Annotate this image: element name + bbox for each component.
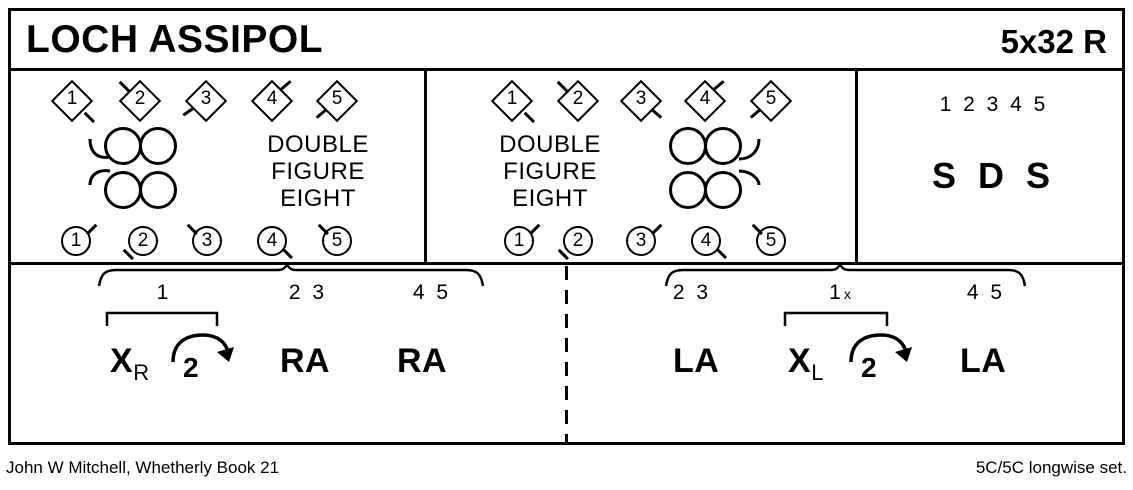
brace-label-left-2: 2 3: [288, 281, 328, 304]
woman-label-2: 2: [563, 226, 593, 256]
move-right-2: XL: [788, 342, 824, 386]
move-right-2-sub-alt: L: [811, 359, 824, 385]
cluster-circle: [139, 171, 177, 209]
man-label-3: 3: [200, 87, 212, 109]
brace-label-right-3: 4 5: [966, 281, 1006, 304]
panel-1-figure-caption: DOUBLE FIGURE EIGHT: [238, 131, 398, 212]
man-dancer-3-b: 3: [619, 79, 663, 123]
figure-caption-line: EIGHT: [512, 185, 588, 212]
phrase-bracket-left: [105, 311, 219, 326]
move-left-1-text: X: [110, 342, 134, 380]
woman-dancer-1: 1: [61, 223, 97, 256]
woman-label-5: 5: [756, 226, 786, 256]
move-right-1-text: LA: [673, 342, 720, 380]
man-label-1: 1: [66, 87, 78, 109]
man-dancer-4: 4: [250, 79, 294, 123]
woman-dancer-5: 5: [318, 223, 352, 256]
man-dancer-1-b: 1: [490, 79, 535, 123]
move-right-3-text: LA: [960, 342, 1007, 380]
turn-arrow-icon: [849, 333, 912, 363]
credit-line: John W Mitchell, Whetherly Book 21: [6, 458, 280, 477]
move-right-2-text: X: [788, 342, 812, 380]
man-label-5: 5: [765, 87, 777, 109]
brace-label-right-1: 2 3: [672, 281, 712, 304]
woman-label-2: 2: [128, 226, 158, 256]
panel-2-figure-caption: DOUBLE FIGURE EIGHT: [470, 131, 630, 212]
woman-label-1: 1: [504, 226, 534, 256]
panel-3-abbrev: S D S: [931, 155, 1057, 196]
man-dancer-5: 5: [315, 79, 359, 123]
dance-meta-label: 5x32 R: [1000, 23, 1107, 60]
cluster-arrow-icon: [738, 138, 761, 186]
woman-dancer-2-b: 2: [558, 226, 593, 260]
brace-label-left-3: 4 5: [412, 281, 452, 304]
woman-dancer-3: 3: [187, 223, 222, 256]
woman-dancer-1-b: 1: [504, 223, 540, 256]
figure-caption-line: FIGURE: [503, 158, 597, 185]
woman-label-3: 3: [626, 226, 656, 256]
move-right-3: LA: [960, 342, 1006, 381]
cluster-circle: [669, 171, 707, 209]
phrase-bracket-right: [783, 311, 889, 326]
woman-dancer-2: 2: [123, 226, 158, 260]
formation-separator-rule: [8, 262, 1125, 265]
move-left-3: RA: [397, 342, 447, 381]
turn-count-right: 2: [861, 352, 877, 383]
move-right-1: LA: [673, 342, 719, 381]
title-separator-rule: [8, 68, 1125, 71]
woman-dancer-5-b: 5: [752, 223, 786, 256]
brace-label-left-1: 1: [156, 281, 172, 304]
brace-label-right-2-sub: x: [843, 286, 851, 302]
move-left-1: XR: [110, 342, 150, 386]
panel-divider-1: [424, 71, 427, 262]
woman-dancer-4: 4: [257, 226, 293, 259]
man-label-4: 4: [266, 87, 278, 109]
woman-label-1: 1: [61, 226, 91, 256]
set-info-line: 5C/5C longwise set.: [975, 458, 1127, 477]
move-left-3-text: RA: [397, 342, 448, 380]
woman-label-4: 4: [691, 226, 721, 256]
turn-count-left: 2: [183, 352, 199, 383]
woman-label-3: 3: [192, 226, 222, 256]
panel-divider-2: [855, 71, 858, 262]
woman-label-5: 5: [322, 226, 352, 256]
man-dancer-4-b: 4: [683, 79, 727, 123]
move-left-2-text: RA: [280, 342, 331, 380]
figure-caption-line: DOUBLE: [499, 131, 601, 158]
cluster-arrow-icon: [88, 138, 111, 186]
figure-caption-line: EIGHT: [280, 185, 356, 212]
cluster-circle: [139, 127, 177, 165]
move-left-2: RA: [280, 342, 330, 381]
cluster-circle: [669, 127, 707, 165]
man-dancer-2: 2: [118, 79, 162, 123]
man-label-5: 5: [331, 87, 343, 109]
man-dancer-1: 1: [50, 79, 95, 123]
panel-3-number-row: 1 2 3 4 5: [939, 93, 1049, 116]
phrase-brace-left: [97, 263, 485, 287]
man-label-1: 1: [506, 87, 518, 109]
woman-dancer-4-b: 4: [691, 226, 727, 259]
figure-caption-line: DOUBLE: [267, 131, 369, 158]
brace-label-right-2: 1x: [794, 281, 886, 305]
cluster-circle: [704, 171, 742, 209]
man-dancer-5-b: 5: [749, 79, 793, 123]
man-label-4: 4: [699, 87, 711, 109]
instruction-dashed-divider: [565, 266, 568, 445]
man-dancer-2-b: 2: [556, 79, 600, 123]
phrase-brace-right: [664, 263, 1027, 287]
figure-caption-line: FIGURE: [271, 158, 365, 185]
woman-dancer-3-b: 3: [626, 223, 662, 256]
page-title: LOCH ASSIPOL: [26, 18, 324, 61]
brace-label-right-2-num: 1: [829, 281, 844, 304]
man-dancer-3: 3: [182, 79, 228, 123]
cluster-circle: [704, 127, 742, 165]
woman-label-4: 4: [257, 226, 287, 256]
turn-arrow-icon: [171, 333, 234, 363]
move-left-1-sub: R: [133, 359, 150, 385]
